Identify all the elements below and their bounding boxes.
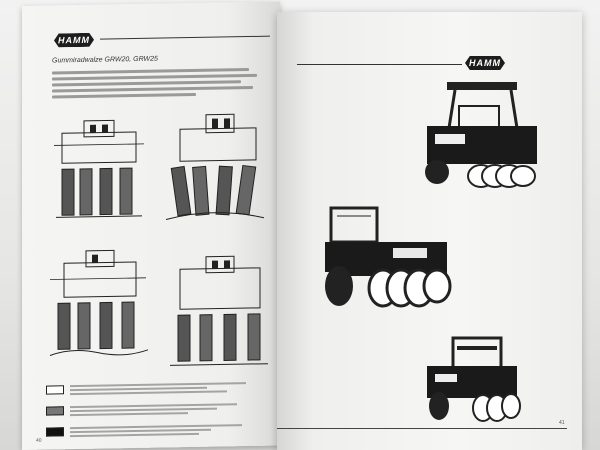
- hamm-logo: HAMM: [465, 56, 505, 70]
- roller-illustration-middle: [325, 206, 452, 308]
- compaction-diagram-3: [49, 249, 149, 356]
- roller-illustration-bottom: [427, 336, 521, 422]
- header-rule: [297, 64, 462, 65]
- roller-illustration-top: [425, 82, 537, 188]
- legend-row: [46, 382, 266, 398]
- right-page: HAMM: [277, 12, 582, 450]
- legend-swatch-white: [46, 385, 64, 395]
- footer-rule: [277, 428, 567, 429]
- header-rule: [100, 35, 270, 40]
- legend-swatch-grey: [46, 406, 64, 416]
- compaction-diagram-2: [165, 113, 265, 220]
- intro-text-block: [52, 68, 257, 102]
- left-page: HAMM Gummiradwalze GRW20, GRW25: [22, 1, 280, 450]
- diagram-legend: [46, 382, 266, 449]
- section-title: Gummiradwalze GRW20, GRW25: [52, 55, 158, 65]
- compaction-diagram-4: [170, 255, 268, 366]
- open-brochure: HAMM Gummiradwalze GRW20, GRW25: [22, 1, 582, 450]
- left-page-number: 40: [36, 437, 42, 444]
- legend-swatch-black: [46, 427, 64, 437]
- hamm-logo: HAMM: [54, 33, 94, 48]
- compaction-diagram-1: [54, 119, 144, 218]
- right-page-number: 41: [559, 420, 565, 426]
- legend-row: [46, 403, 266, 419]
- legend-row: [46, 424, 266, 440]
